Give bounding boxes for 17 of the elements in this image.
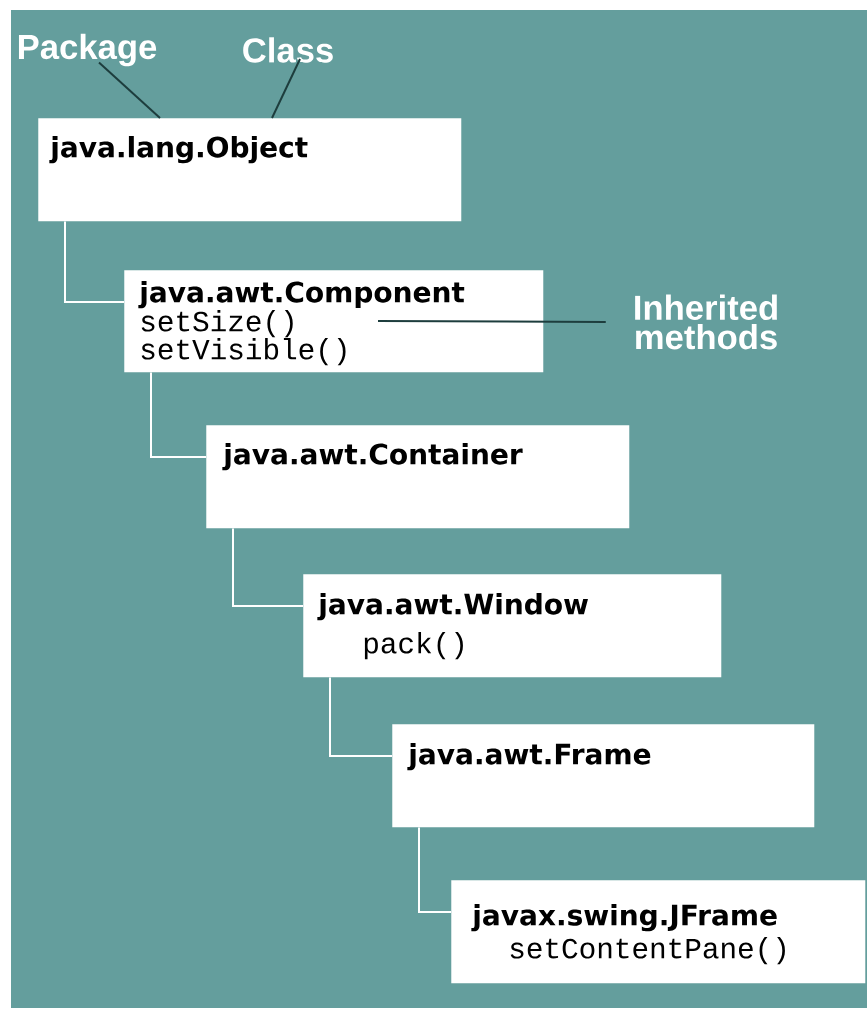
class-box: java.awt.Component setSize() setVisible() (124, 270, 544, 373)
class-box: javax.swing.JFrame setContentPane() (451, 880, 866, 984)
class-box: java.awt.Window pack() (303, 574, 722, 678)
class-box: java.awt.Frame (392, 724, 815, 828)
callout-label: Inherited methods (635, 294, 777, 350)
connector-line (329, 676, 393, 757)
callout-label: Package (18, 33, 157, 67)
class-box: java.lang.Object (38, 118, 462, 222)
class-box: java.awt.Container (206, 425, 630, 529)
leader-line (98, 61, 161, 119)
connector-line (418, 826, 452, 913)
leader-line (271, 58, 301, 119)
connector-line (64, 220, 125, 303)
connector-line (232, 527, 304, 607)
connector-line (150, 371, 207, 458)
leader-line (377, 320, 607, 323)
callout-label: Class (243, 37, 333, 63)
